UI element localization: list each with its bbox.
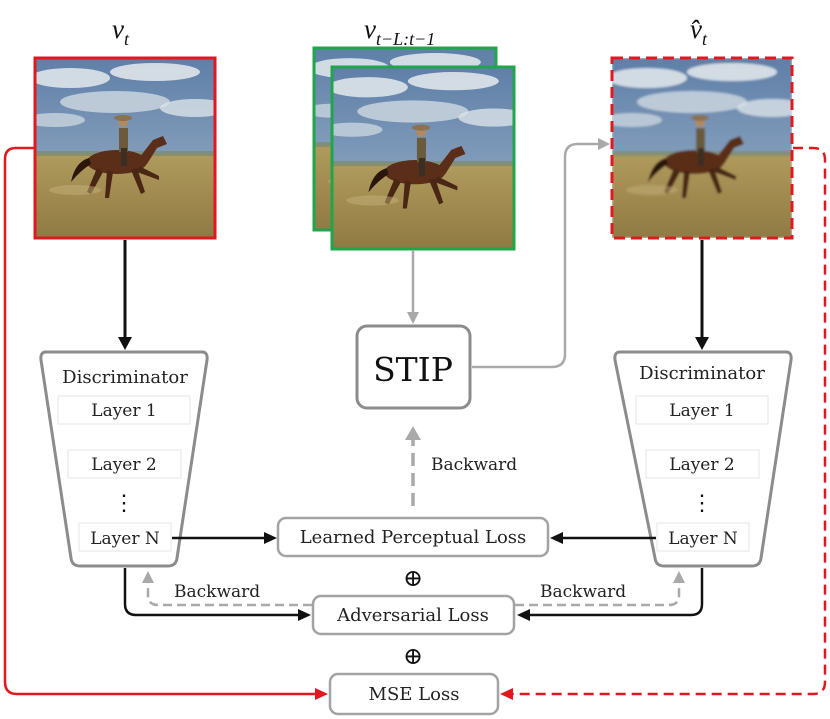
discriminator-right-layer-1: Layer 1 bbox=[669, 401, 734, 421]
discriminator-right-ellipsis: ⋮ bbox=[691, 491, 713, 516]
predicted-frame-image bbox=[610, 56, 794, 240]
discriminator-left-title: Discriminator bbox=[62, 367, 188, 388]
perceptual-loss-label: Learned Perceptual Loss bbox=[300, 527, 527, 548]
discriminator-left-ellipsis: ⋮ bbox=[113, 491, 135, 516]
mse-loss-label: MSE Loss bbox=[369, 684, 460, 705]
arrows bbox=[3, 138, 827, 700]
arrow-right-disc-to-adversarial bbox=[528, 568, 704, 617]
discriminator-right: Discriminator Layer 1 Layer 2 ⋮ Layer N bbox=[613, 350, 793, 568]
arrowhead bbox=[264, 532, 277, 544]
backward-label-left: Backward bbox=[174, 582, 260, 602]
discriminator-left-layer-2: Layer 2 bbox=[91, 455, 156, 475]
plus-symbol-lower: ⊕ bbox=[403, 642, 423, 670]
plus-symbol-upper: ⊕ bbox=[403, 564, 423, 592]
target-frame-label: vt bbox=[112, 14, 130, 49]
arrow-left-disc-to-adversarial bbox=[123, 568, 300, 617]
stip-label: STIP bbox=[373, 350, 453, 389]
arrowhead bbox=[673, 571, 685, 583]
arrowhead bbox=[500, 688, 513, 700]
backward-label-right: Backward bbox=[540, 582, 626, 602]
arrowhead bbox=[550, 532, 563, 544]
arrowhead bbox=[407, 312, 419, 324]
arrow-backward-right bbox=[515, 582, 681, 607]
stip-box: STIP bbox=[355, 324, 472, 410]
arrow-target-to-mse bbox=[3, 146, 316, 696]
arrowhead bbox=[142, 571, 154, 583]
arrow-pred-to-mse bbox=[512, 146, 827, 696]
discriminator-right-layer-n: Layer N bbox=[668, 529, 738, 549]
discriminator-right-title: Discriminator bbox=[639, 363, 765, 384]
adversarial-loss-label: Adversarial Loss bbox=[336, 605, 489, 626]
arrowhead bbox=[118, 337, 132, 350]
arrow-backward-left bbox=[146, 582, 312, 607]
mse-loss-box: MSE Loss bbox=[328, 672, 500, 716]
arrowhead bbox=[298, 609, 311, 621]
discriminator-left-layer-n: Layer N bbox=[90, 529, 160, 549]
backward-label-center: Backward bbox=[431, 455, 517, 475]
context-frames-image bbox=[312, 46, 516, 251]
arrowhead bbox=[405, 426, 421, 440]
context-frames-label: vt−L:t−1 bbox=[364, 14, 435, 49]
discriminator-left: Discriminator Layer 1 Layer 2 ⋮ Layer N bbox=[39, 350, 209, 568]
arrow-stip-to-pred bbox=[472, 142, 600, 369]
arrowhead bbox=[315, 688, 328, 700]
perceptual-loss-box: Learned Perceptual Loss bbox=[276, 516, 550, 558]
discriminator-left-layer-1: Layer 1 bbox=[91, 401, 156, 421]
predicted-frame-label: v̂t bbox=[690, 14, 708, 49]
arrowhead bbox=[517, 609, 530, 621]
adversarial-loss-box: Adversarial Loss bbox=[311, 594, 516, 636]
arrowhead bbox=[695, 337, 709, 350]
arrowhead bbox=[598, 138, 610, 150]
discriminator-right-layer-2: Layer 2 bbox=[669, 455, 734, 475]
target-frame-image bbox=[33, 56, 217, 240]
